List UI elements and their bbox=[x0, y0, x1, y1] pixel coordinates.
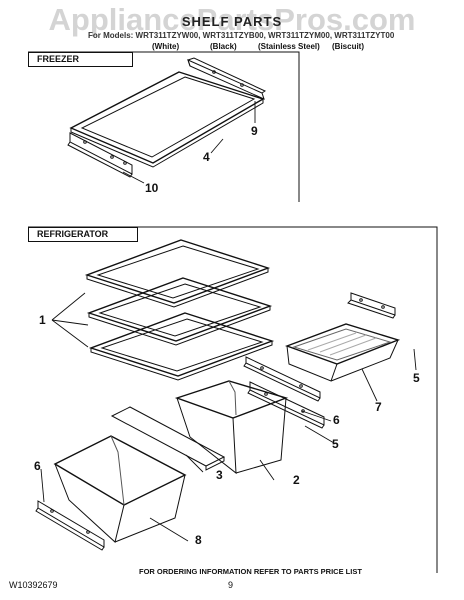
callout-6-right: 6 bbox=[333, 413, 340, 427]
freezer-glass-shelf bbox=[69, 71, 265, 168]
color-stainless: (Stainless Steel) bbox=[258, 42, 320, 51]
freezer-shelf-rail bbox=[187, 57, 267, 100]
refrigerator-label: REFRIGERATOR bbox=[28, 227, 138, 242]
crisper-drawer-left bbox=[53, 435, 187, 543]
callout-5-upper: 5 bbox=[413, 371, 420, 385]
page-title: SHELF PARTS bbox=[181, 14, 283, 29]
color-white: (White) bbox=[152, 42, 180, 51]
callout-9: 9 bbox=[251, 124, 258, 138]
deli-drawer-slide bbox=[347, 292, 396, 319]
callout-10: 10 bbox=[145, 181, 159, 195]
freezer-shelf-bracket bbox=[67, 132, 133, 178]
refrigerator-frame bbox=[28, 226, 438, 573]
crisper-cover-support-left bbox=[35, 500, 105, 551]
crisper-cover bbox=[110, 406, 226, 471]
callout-3: 3 bbox=[216, 468, 223, 482]
refrigerator-glass-shelf-bottom bbox=[88, 312, 275, 381]
callout-4: 4 bbox=[203, 150, 210, 164]
ordering-info: FOR ORDERING INFORMATION REFER TO PARTS … bbox=[139, 567, 362, 576]
page-number: 9 bbox=[228, 580, 234, 590]
refrigerator-glass-shelf-top bbox=[84, 239, 271, 308]
refrigerator-glass-shelf-middle bbox=[86, 277, 273, 346]
document-number: W10392679 bbox=[9, 580, 58, 590]
callout-8: 8 bbox=[195, 533, 202, 547]
freezer-label: FREEZER bbox=[28, 52, 133, 67]
color-black: (Black) bbox=[210, 42, 237, 51]
callout-2: 2 bbox=[293, 473, 300, 487]
callout-5-lower: 5 bbox=[332, 437, 339, 451]
watermark: AppliancePartsPros.com bbox=[48, 2, 416, 37]
deli-drawer bbox=[284, 323, 401, 382]
crisper-cover-support-right bbox=[243, 356, 321, 402]
callout-7: 7 bbox=[375, 400, 382, 414]
model-list: For Models: WRT311TZYW00, WRT311TZYB00, … bbox=[88, 31, 395, 40]
crisper-drawer-right bbox=[174, 380, 289, 475]
callout-1: 1 bbox=[39, 313, 46, 327]
callout-6-left: 6 bbox=[34, 459, 41, 473]
color-biscuit: (Biscuit) bbox=[332, 42, 364, 51]
leader-lines bbox=[40, 101, 417, 542]
freezer-frame bbox=[28, 51, 300, 202]
